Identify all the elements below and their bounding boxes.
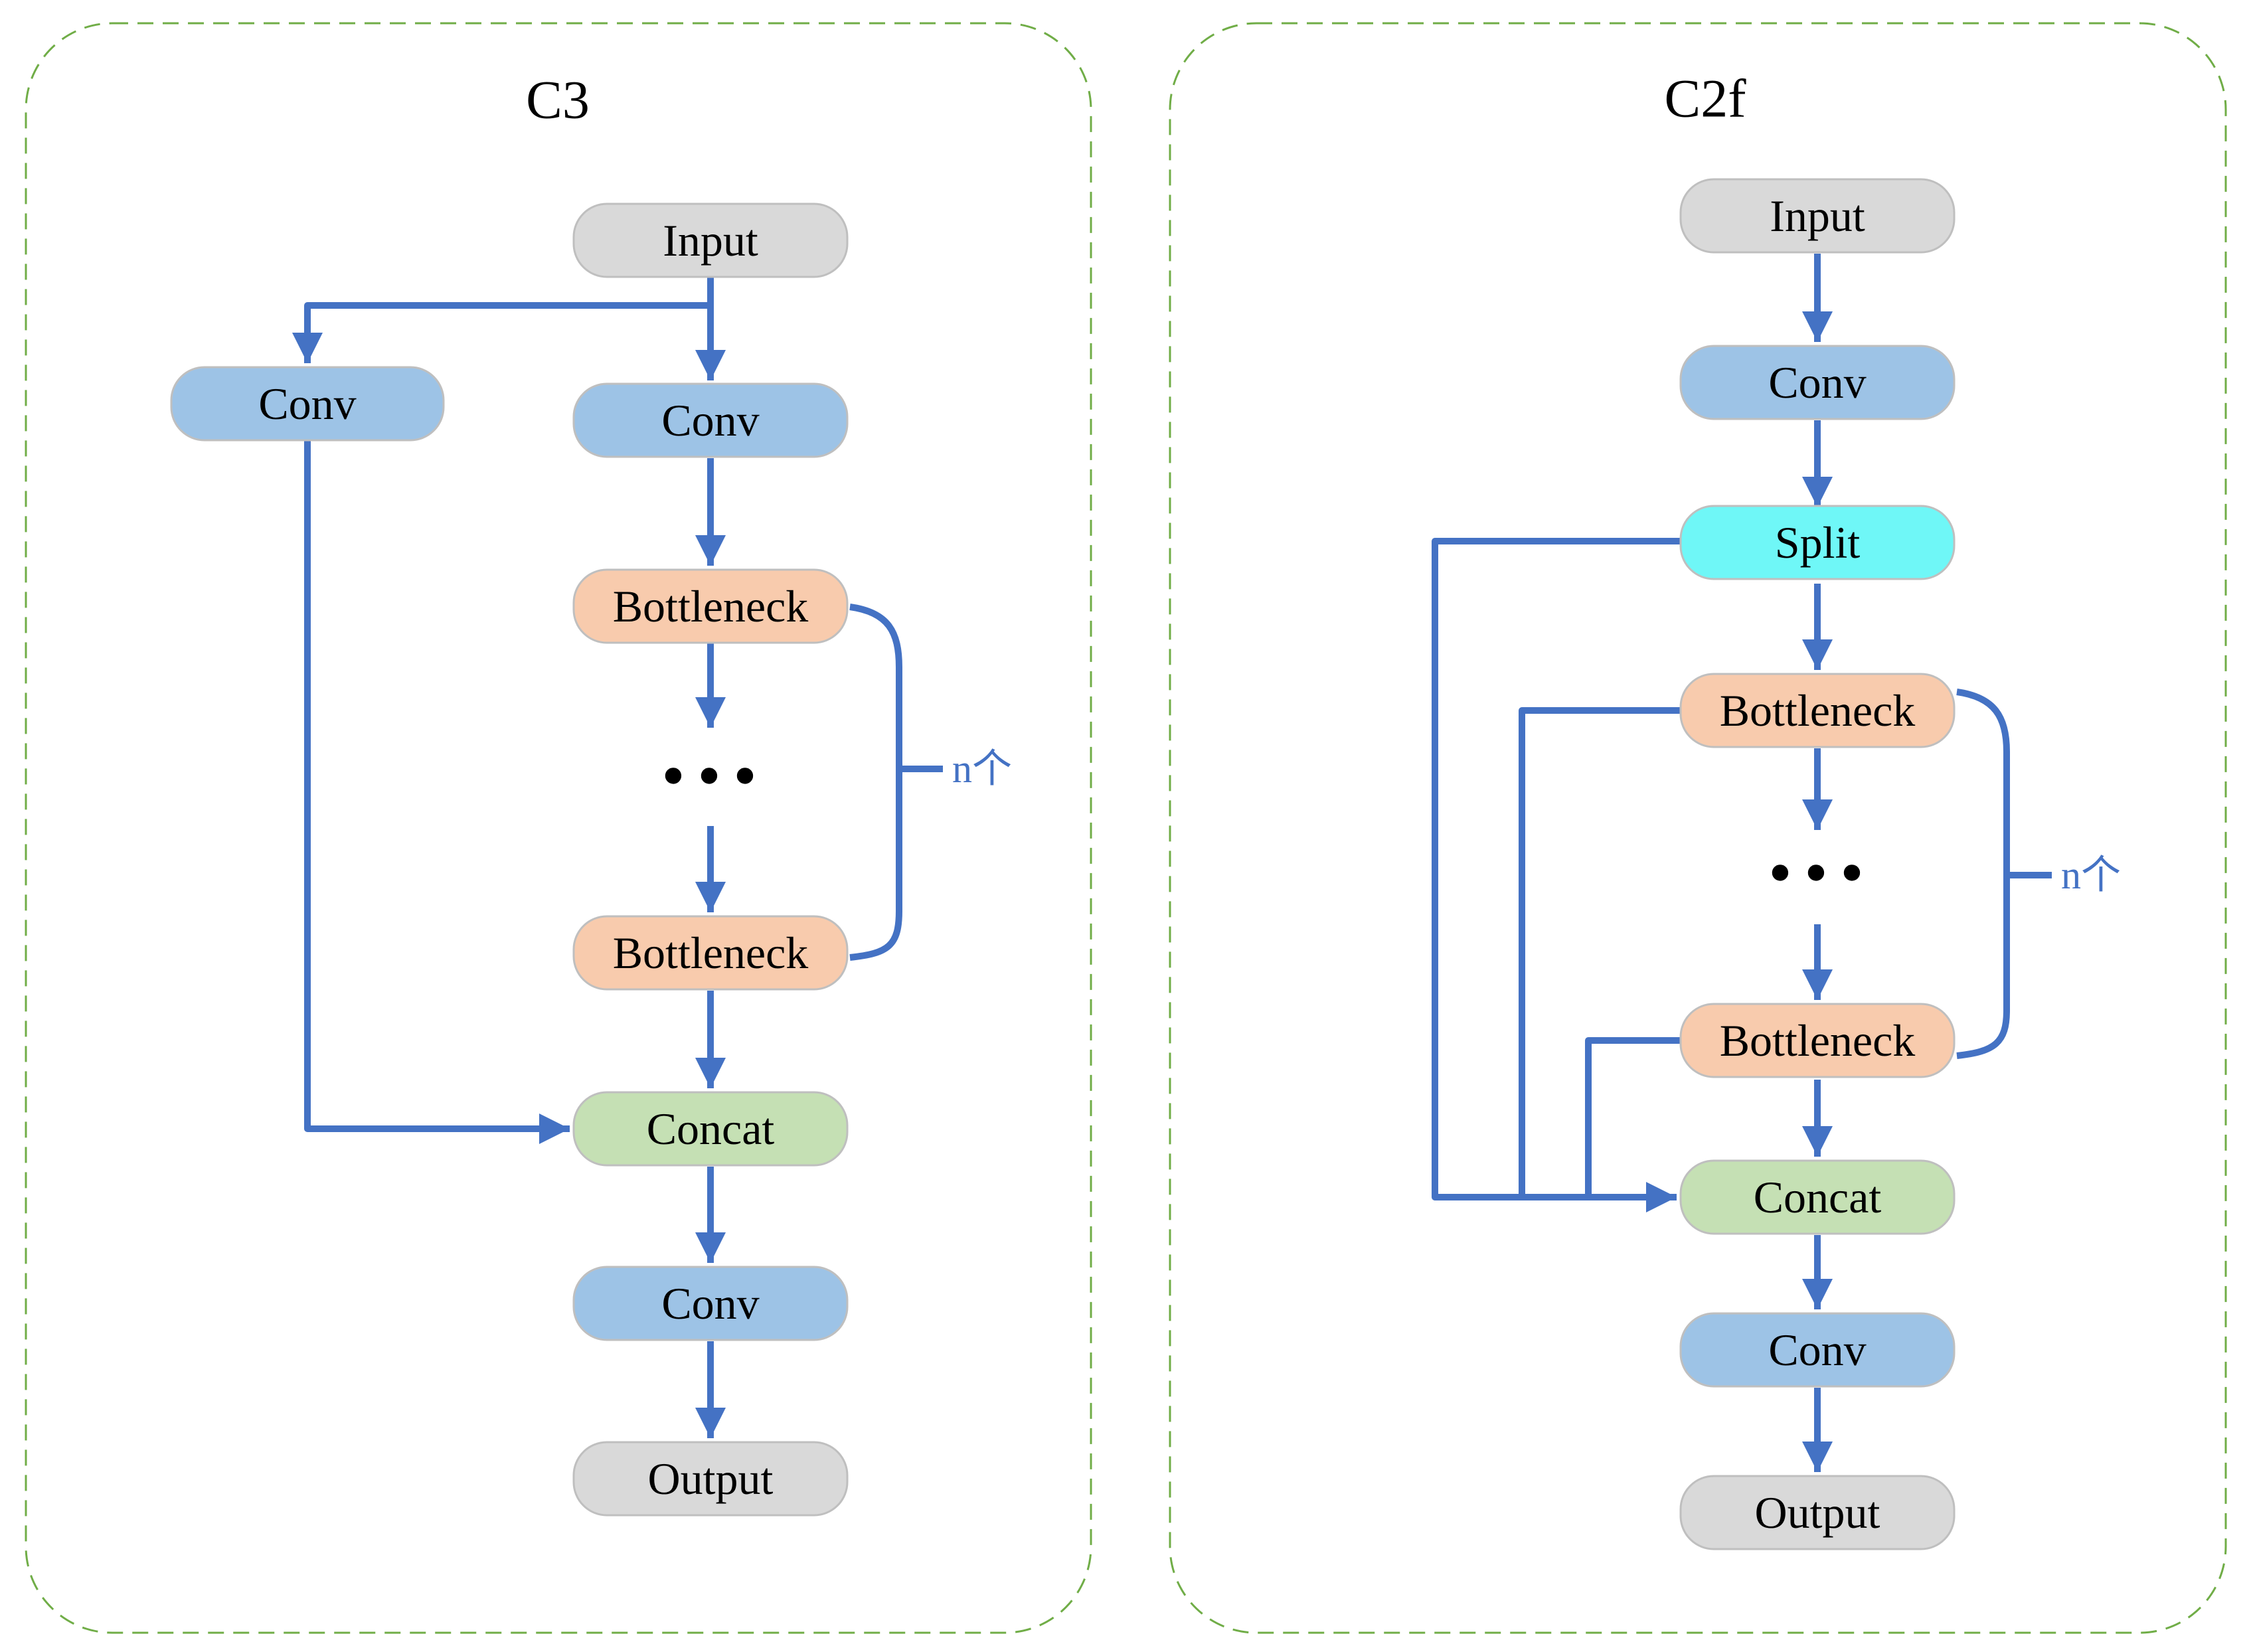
c2f-node-split-label: Split [1775,517,1861,568]
c2f-repeat-bracket [1956,689,2010,1059]
c3-node-concat [572,1091,849,1167]
c3-node-bottleneck-last [572,915,849,991]
c3-node-conv-split-label: Conv [258,378,356,429]
c2f-node-input [1679,178,1956,254]
c2f-node-bottleneck-last [1679,1003,1956,1078]
c3-node-conv-main-label: Conv [661,395,759,446]
c3-panel-border [25,22,1092,1634]
c3-title: C3 [526,70,590,130]
c3-node-conv-main [572,382,849,458]
c2f-node-output [1679,1475,1956,1550]
c2f-skip-bottleneck-last-to-concat [1585,1037,1681,1194]
c3-node-input [572,203,849,278]
c2f-ellipsis: ··· [1764,817,1871,928]
c2f-node-bottleneck-first [1679,673,1956,748]
c2f-node-conv-in-label: Conv [1768,357,1866,408]
c3-arrow-input-to-conv-split [292,302,710,363]
c3-node-concat-label: Concat [647,1104,775,1154]
c2f-node-conv-out [1679,1312,1956,1388]
c2f-node-conv-in [1679,345,1956,420]
c2f-node-concat-label: Concat [1754,1172,1882,1222]
c3-node-input-label: Input [663,215,758,266]
c2f-repeat-label: n个 [2061,853,2121,897]
c3-node-output [572,1441,849,1517]
c3-repeat-bracket [849,604,902,961]
c3-node-conv-out [572,1266,849,1341]
c2f-node-split [1679,505,1956,580]
c3-skip-conv-to-concat [304,440,570,1144]
c2f-node-bottleneck-last-label: Bottleneck [1720,1015,1916,1066]
c3-node-output-label: Output [648,1453,774,1504]
c2f-skip-split-to-concat [1432,538,1681,1212]
c3-node-bottleneck-last-label: Bottleneck [613,928,809,978]
c3-node-bottleneck-first-label: Bottleneck [613,581,809,631]
c2f-node-input-label: Input [1770,191,1865,241]
c2f-title: C2f [1665,68,1747,129]
c3-repeat-label: n个 [952,747,1012,791]
c2f-panel-group: C2f n个 Input Conv Split Bottleneck ··· B… [1169,22,2227,1634]
c2f-node-conv-out-label: Conv [1768,1325,1866,1375]
c3-panel-group: C3 n个 Input Conv Conv Bottleneck ··· Bot… [25,22,1092,1634]
c3-node-bottleneck-first [572,568,849,644]
c2f-node-output-label: Output [1755,1487,1880,1538]
c2f-skip-bottleneck-first-to-concat [1519,707,1681,1194]
c3-node-conv-out-label: Conv [661,1278,759,1329]
c2f-node-concat [1679,1159,1956,1235]
c3-ellipsis: ··· [657,720,764,831]
c2f-panel-border [1169,22,2227,1634]
c2f-node-bottleneck-first-label: Bottleneck [1720,685,1916,736]
c3-node-conv-split [170,366,445,442]
